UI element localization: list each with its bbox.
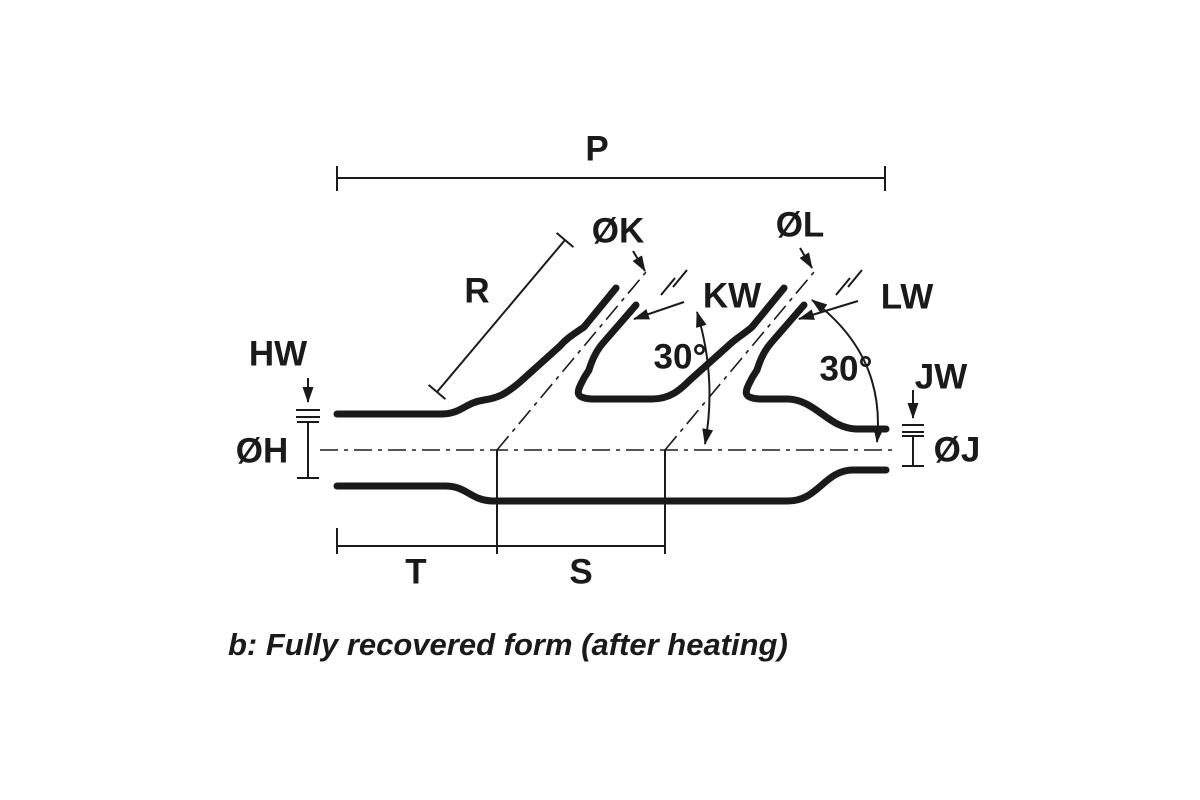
- lw-arrow: [798, 300, 859, 320]
- label-diameter-h: ØH: [236, 432, 289, 471]
- r-dimension: [427, 232, 575, 400]
- outline-bottom: [333, 466, 890, 505]
- diameter-k-leader: [632, 250, 646, 272]
- kw-slash-2: [672, 269, 688, 288]
- lw-slash-2: [847, 269, 863, 288]
- label-branch2-angle: 30°: [820, 350, 873, 389]
- r-dim-line: [436, 239, 566, 393]
- label-s: S: [569, 553, 592, 592]
- lw-slash-1: [835, 277, 851, 296]
- oh-dimension: [297, 421, 319, 479]
- label-t: T: [405, 553, 426, 592]
- r-tick-bottom: [427, 384, 447, 400]
- branch2-centerline: [664, 271, 815, 451]
- centerlines: [320, 271, 893, 451]
- hw-dimension: [296, 378, 320, 418]
- jw-dimension: [902, 390, 924, 433]
- part-outline: [333, 284, 890, 505]
- angle-arcs: [696, 299, 885, 445]
- oj-dimension: [902, 435, 924, 467]
- label-hw: HW: [249, 335, 307, 374]
- label-diameter-j: ØJ: [934, 431, 981, 470]
- kw-callout: [633, 269, 688, 320]
- diameter-l-arrow: [799, 247, 813, 269]
- label-diameter-l: ØL: [776, 206, 825, 245]
- outline-top-and-branch1-left: [333, 284, 620, 418]
- label-branch1-angle: 30°: [654, 338, 707, 377]
- t-s-dimensions: [336, 450, 666, 554]
- branch1-centerline: [496, 271, 647, 451]
- diameter-k-arrow: [632, 250, 646, 272]
- label-jw: JW: [915, 358, 968, 397]
- lw-callout: [798, 269, 863, 320]
- branch2-angle-arc: [811, 299, 885, 443]
- outline-valley-between-branches: [574, 284, 788, 403]
- r-tick-top: [555, 232, 575, 248]
- label-lw: LW: [881, 278, 933, 317]
- label-diameter-k: ØK: [592, 212, 645, 251]
- kw-slash-1: [660, 277, 676, 296]
- label-kw: KW: [703, 277, 761, 316]
- figure-caption: b: Fully recovered form (after heating): [228, 627, 788, 662]
- labels: P ØK ØL KW LW R HW ØH JW ØJ 30° 30° T S: [236, 130, 981, 592]
- p-dimension: [336, 166, 886, 191]
- label-p: P: [585, 130, 608, 169]
- kw-arrow: [633, 301, 685, 320]
- branch1-angle-arc: [696, 311, 714, 445]
- diameter-l-leader: [799, 247, 813, 269]
- label-r: R: [464, 272, 489, 311]
